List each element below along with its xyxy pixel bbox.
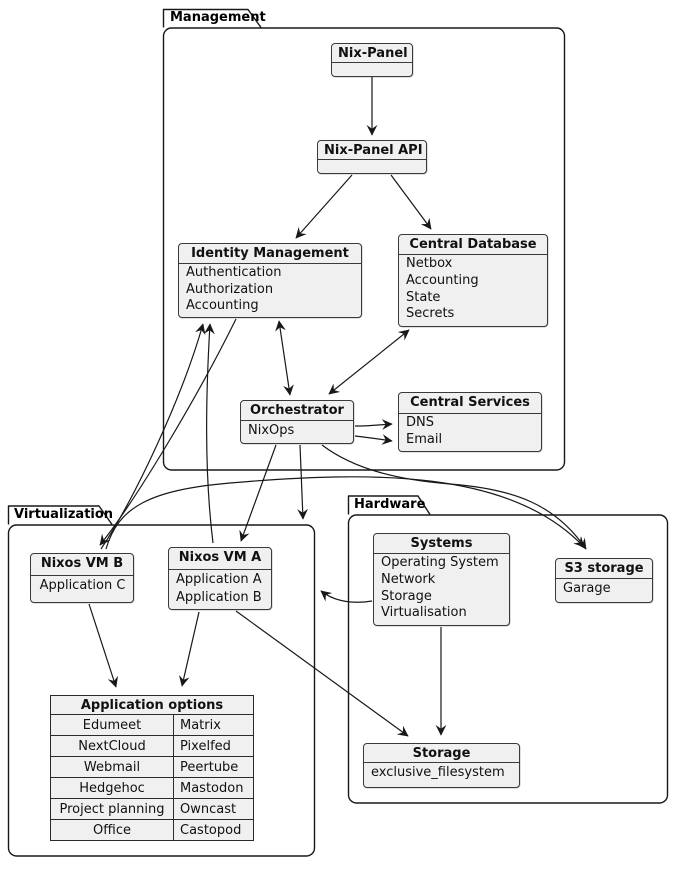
edge-nixos-vm-a-to-application-options [178,611,200,687]
node-central-services-title: Central Services [399,393,541,414]
node-storage-title: Storage [364,744,519,763]
package-management-tab [162,8,262,28]
node-nixos-vm-b-body: Application C [31,576,133,597]
table-row: Edumeet Matrix [50,714,254,736]
table-cell: Webmail [50,756,174,778]
node-central-database-title: Central Database [399,235,547,255]
edge-central-database-orchestrator-bidir [328,329,410,395]
table-row: NextCloud Pixelfed [50,735,254,757]
node-central-services-body: DNS Email [399,414,541,450]
edge-nixos-vm-b-to-s3-storage [105,476,585,550]
package-virtualization-tab [7,505,113,525]
node-systems: Systems Operating System Network Storage… [373,533,510,626]
table-row: Project planning Owncast [50,798,254,820]
table-cell: Mastodon [173,777,254,799]
package-virtualization-body [7,524,316,857]
table-cell: Pixelfed [173,735,254,757]
node-nixos-vm-b: Nixos VM B Application C [30,553,134,603]
table-row: Webmail Peertube [50,756,254,778]
edge-nixos-vm-a-to-identity-management [204,323,215,544]
table-cell: Hedgehoc [50,777,174,799]
table-cell: NextCloud [50,735,174,757]
table-row: Office Castopod [50,819,254,841]
node-nix-panel-body [332,63,412,74]
node-text-line: DNS [406,415,434,430]
node-text-line: Application C [39,578,126,593]
node-central-services: Central Services DNS Email [398,392,542,452]
node-text-line: State [406,289,441,305]
node-text-line: Application A [176,572,262,587]
node-nix-panel-api-body [318,160,426,171]
node-text-line: Netbox [406,256,453,271]
node-systems-title: Systems [374,534,509,554]
node-text-line: NixOps [248,423,295,438]
table-cell: Owncast [173,798,254,820]
node-identity-management: Identity Management Authentication Autho… [178,243,362,318]
node-text-line: Authentication [186,265,282,280]
node-nixos-vm-a: Nixos VM A Application A Application B [168,547,272,610]
edge-nixops-to-virtualization [297,444,308,520]
node-nix-panel: Nix-Panel [331,43,413,77]
package-label-management: Management [170,10,266,25]
node-storage: Storage exclusive_filesystem [363,743,520,788]
application-options-title: Application options [50,695,254,715]
node-text-line: Network [381,571,436,587]
node-nixos-vm-a-body: Application A Application B [169,570,271,608]
package-management-body [162,27,566,471]
node-nix-panel-api: Nix-Panel API [317,140,427,174]
table-cell: Office [50,819,174,841]
node-nixos-vm-a-title: Nixos VM A [169,548,271,570]
table-cell: Matrix [173,714,254,736]
application-options-table: Application options Edumeet Matrix NextC… [50,695,254,841]
node-storage-body: exclusive_filesystem [364,763,519,783]
edge-nixos-vm-b-to-application-options [88,603,119,688]
package-label-hardware: Hardware [354,497,426,512]
node-identity-management-title: Identity Management [179,244,361,264]
package-label-virtualization: Virtualization [14,507,114,522]
node-text-line: Accounting [186,298,259,313]
node-text-line: Application B [176,589,262,605]
node-orchestrator-body: NixOps [241,421,353,441]
node-central-database: Central Database Netbox Accounting State… [398,234,548,327]
package-hardware-body [347,514,669,804]
node-nixos-vm-b-title: Nixos VM B [31,554,133,576]
edge-nix-panel-api-to-identity-management [295,174,353,239]
edge-systems-to-virtualization [320,590,373,603]
node-text-line: Accounting [406,272,479,288]
node-nix-panel-api-title: Nix-Panel API [318,141,426,160]
node-text-line: Storage [381,588,432,604]
table-cell: Edumeet [50,714,174,736]
edge-orchestrator-to-dns [354,419,393,430]
node-orchestrator: Orchestrator NixOps [240,400,354,444]
node-text-line: exclusive_filesystem [371,765,505,780]
table-cell: Project planning [50,798,174,820]
node-nix-panel-title: Nix-Panel [332,44,412,63]
edge-nixos-vm-a-to-storage [235,610,409,737]
node-s3-storage-title: S3 storage [556,559,652,579]
node-text-line: Authorization [186,281,274,297]
node-text-line: Garage [563,581,611,596]
edge-nix-panel-api-to-central-database [390,174,432,230]
node-systems-body: Operating System Network Storage Virtual… [374,554,509,624]
edge-orchestrator-to-email [354,434,393,445]
node-text-line: Operating System [381,555,499,570]
edge-nixops-to-nixos-vm-a [239,444,277,542]
node-s3-storage-body: Garage [556,579,652,599]
node-central-database-body: Netbox Accounting State Secrets [399,255,547,325]
node-text-line: Secrets [406,306,455,322]
table-cell: Peertube [173,756,254,778]
table-header-row: Application options [50,695,254,715]
node-identity-management-body: Authentication Authorization Accounting [179,264,361,317]
table-cell: Castopod [173,819,254,841]
edge-identity-management-orchestrator-bidir [275,320,294,396]
node-s3-storage: S3 storage Garage [555,558,653,603]
node-text-line: Email [406,431,443,447]
edge-nixos-vm-b-to-identity-management [100,323,206,550]
edge-identity-management-to-nixos-vm-b [99,318,237,546]
table-row: Hedgehoc Mastodon [50,777,254,799]
node-orchestrator-title: Orchestrator [241,401,353,421]
package-hardware-tab [347,495,431,515]
node-text-line: Virtualisation [381,605,467,621]
